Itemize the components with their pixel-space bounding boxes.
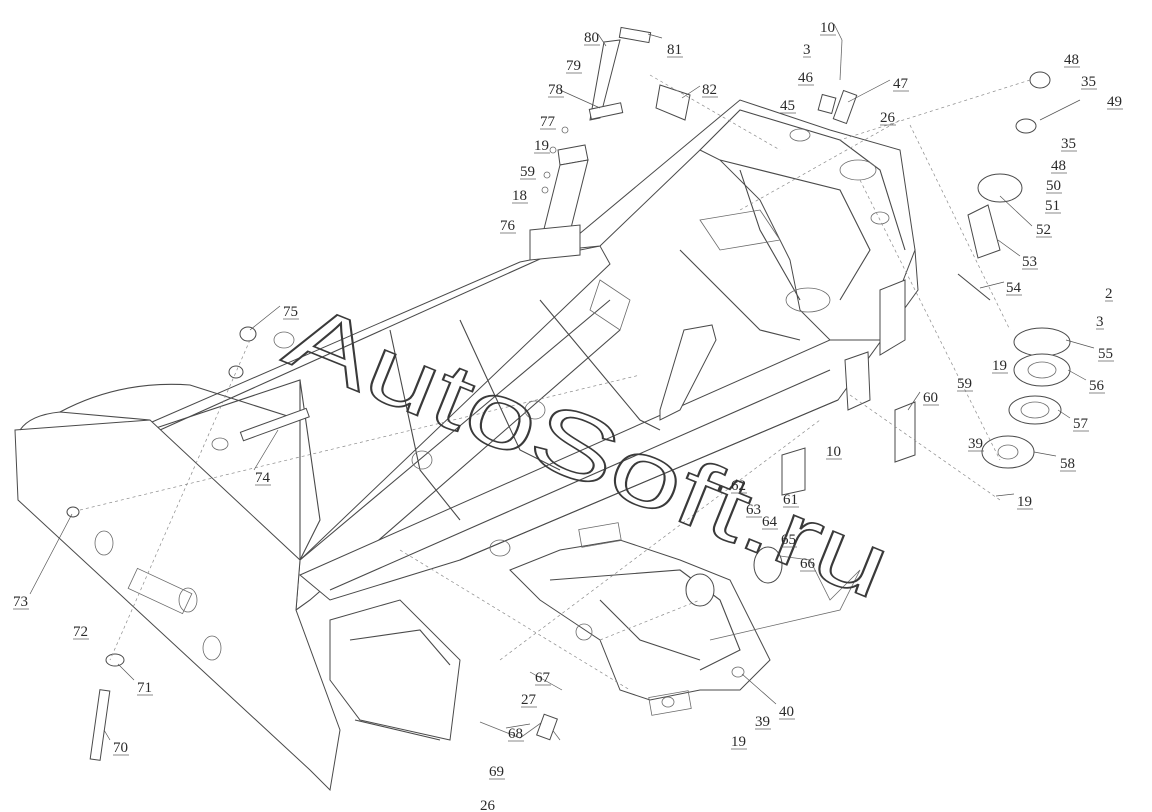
callout-c66: 66 (800, 556, 816, 572)
callout-c47: 47 (893, 76, 909, 92)
callout-c71: 71 (137, 680, 152, 696)
callout-c57: 57 (1073, 416, 1089, 432)
callout-c58: 58 (1060, 456, 1075, 472)
callout-c56: 56 (1089, 378, 1105, 394)
callout-c19a: 19 (534, 138, 549, 154)
callout-c19d: 19 (731, 734, 746, 750)
callout-c2: 2 (1105, 286, 1113, 302)
callout-c3a: 3 (803, 42, 811, 58)
callout-c73: 73 (13, 594, 28, 610)
assembly-axis-lines (79, 74, 1031, 691)
misc-parts (66, 326, 861, 761)
callout-c59b: 59 (957, 376, 972, 392)
callout-c19b: 19 (992, 358, 1007, 374)
callout-c76: 76 (500, 218, 516, 234)
callout-c80: 80 (584, 30, 599, 46)
callout-c10a: 10 (820, 20, 835, 36)
callout-c53: 53 (1022, 254, 1037, 270)
callout-c59a: 59 (520, 164, 535, 180)
counterweight-box (329, 599, 461, 741)
callout-c51: 51 (1045, 198, 1060, 214)
callout-c26a: 26 (880, 110, 896, 126)
callout-c61: 61 (783, 492, 798, 508)
callout-c52: 52 (1036, 222, 1051, 238)
callout-c18: 18 (512, 188, 527, 204)
callout-c68: 68 (508, 726, 523, 742)
callout-c46: 46 (798, 70, 814, 86)
callout-c74: 74 (255, 470, 271, 486)
callout-c50: 50 (1046, 178, 1061, 194)
main-frame (149, 99, 919, 612)
callout-c48b: 48 (1051, 158, 1066, 174)
callout-c26b: 26 (480, 798, 496, 812)
callout-c77: 77 (540, 114, 556, 130)
callout-c65: 65 (781, 532, 796, 548)
steering-column-parts (529, 26, 691, 261)
callout-c45: 45 (780, 98, 795, 114)
callout-c69: 69 (489, 764, 504, 780)
pivot-assembly (817, 39, 1071, 469)
callout-c48a: 48 (1064, 52, 1079, 68)
callout-c55: 55 (1098, 346, 1113, 362)
callout-c19c: 19 (1017, 494, 1032, 510)
callout-c72: 72 (73, 624, 88, 640)
callout-c27: 27 (521, 692, 537, 708)
callout-c79: 79 (566, 58, 581, 74)
callout-c63: 63 (746, 502, 761, 518)
callout-c54: 54 (1006, 280, 1022, 296)
callout-leaders (29, 23, 1095, 741)
callout-c39b: 39 (755, 714, 770, 730)
callout-c39a: 39 (968, 436, 983, 452)
callout-c67: 67 (535, 670, 551, 686)
callout-c35b: 35 (1061, 136, 1076, 152)
callout-c3b: 3 (1096, 314, 1104, 330)
callout-c82: 82 (702, 82, 717, 98)
callout-c70: 70 (113, 740, 128, 756)
callout-c10b: 10 (826, 444, 841, 460)
callout-c75: 75 (283, 304, 298, 320)
callout-c81: 81 (667, 42, 682, 58)
callout-c60: 60 (923, 390, 938, 406)
callout-c40: 40 (779, 704, 794, 720)
callout-c62: 62 (731, 478, 746, 494)
callout-c64: 64 (762, 514, 778, 530)
callout-c49: 49 (1107, 94, 1122, 110)
callout-c78: 78 (548, 82, 563, 98)
front-bumper (14, 383, 341, 792)
callout-c35a: 35 (1081, 74, 1096, 90)
